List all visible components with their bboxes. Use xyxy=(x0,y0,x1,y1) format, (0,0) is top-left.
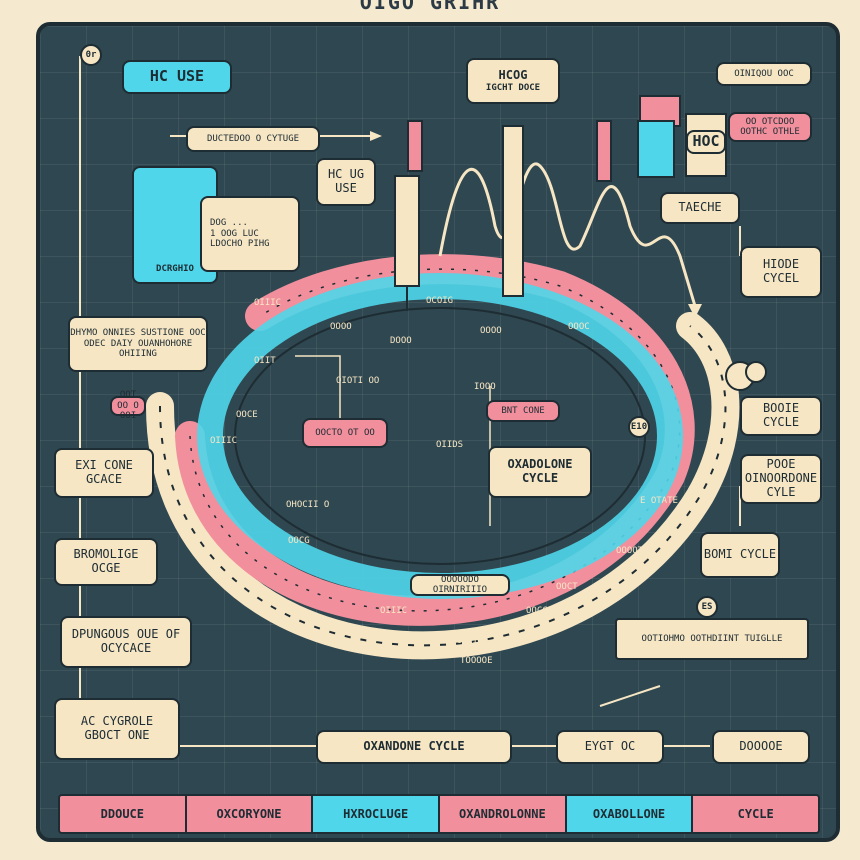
waveform-arrow xyxy=(688,304,702,318)
ring-tag-6: DOOO xyxy=(390,336,412,346)
vial-2 xyxy=(637,120,675,178)
device-text-3: LDOCHO PIHG xyxy=(210,239,270,250)
ribbon-label: OOTIOHMO OOTHDIINT TUIGLLE xyxy=(615,618,809,660)
ring-tag-15: OOCT xyxy=(556,582,578,592)
ring-tag-8: OIIIC xyxy=(210,436,238,446)
cyan-cycle-ring xyxy=(197,273,683,599)
bromolge-ocge: BROMOLIGE OCGE xyxy=(54,538,158,586)
diagram-board: HC USE 0r DUCTEDOO O CYTUGE DCRGHIO DOG … xyxy=(36,22,840,842)
ac-cycle-text: AC CYGROLE xyxy=(80,714,154,729)
badge-es: ES xyxy=(696,596,718,618)
hcog-title: HCOG xyxy=(498,67,528,82)
ring-tag-19: OOOOT xyxy=(616,546,644,556)
pink-small-tag: OOT OO O OOI xyxy=(110,390,146,421)
legend-item-3: HXROCLUGE xyxy=(313,796,441,832)
dpunicous-ocycace: DPUNGOUS OUE OF OCYCACE xyxy=(60,616,192,668)
legend-bar: DDOUCE OXCORYONE HXROCLUGE OXANDROLONNE … xyxy=(58,794,820,834)
legend-item-5: OXABOLLONE xyxy=(566,796,694,832)
flow-diagram xyxy=(79,56,767,752)
ring-tag-20: E OTATE xyxy=(640,496,678,506)
device-label: DCRGHIO xyxy=(156,263,194,274)
ring-tag-9: OIIDS xyxy=(436,440,464,450)
legend-item-1: DDOUCE xyxy=(60,796,187,832)
bodie-cycle: BOOIE CYCLE xyxy=(740,396,822,436)
ring-tag-21: OIIIC xyxy=(380,606,408,616)
pooe-cycle: POOE OINOORDONE CYLE xyxy=(740,454,822,504)
hiode-cycle: HIODE CYCEL xyxy=(740,246,822,298)
syringe-center xyxy=(502,125,524,297)
legend-item-6: CYCLE xyxy=(693,796,818,832)
ac-cycle-box: AC CYGROLE GBOCT ONE xyxy=(54,698,180,760)
vial-caption-right: OO OTCDOO OOTHC OTHLE xyxy=(728,112,812,142)
syringe-left xyxy=(394,175,420,287)
ring-tag-12: IOOO xyxy=(474,382,496,392)
overlay-label: DUCTEDOO O CYTUGE xyxy=(186,126,320,152)
hcog-subtitle: IGCHT DOCE xyxy=(485,82,541,93)
ring-tag-14: OIIT xyxy=(254,356,276,366)
taeche-label: TAECHE xyxy=(660,192,740,224)
bottom-center-label: OOOOODO OIRNIRIIIO xyxy=(410,574,510,596)
ring-tag-13: OOOO xyxy=(480,326,502,336)
device-text-2: 1 OOG LUC xyxy=(210,228,259,239)
bomi-cycle: BOMI CYCLE xyxy=(700,532,780,578)
hcog-label: HCOG IGCHT DOCE xyxy=(466,58,560,104)
hormone-waveform xyxy=(438,162,697,307)
corner-badge: 0r xyxy=(80,44,102,66)
ring-tag-1: OIIIC xyxy=(254,298,282,308)
ring-tag-7: OOCE xyxy=(236,410,258,420)
page-title: OIGO GRIHR xyxy=(359,0,501,14)
ring-tag-11: OHOCII O xyxy=(286,500,330,510)
oxandone-cycle-box: OXANDONE CYCLE xyxy=(316,730,512,764)
badge-e10: E10 xyxy=(628,416,650,438)
dooooe-box: DOOOOE xyxy=(712,730,810,764)
hc-ug-use-label: HC UG USE xyxy=(316,158,376,206)
oxadolone-cycle-box: OXADOLONE CYCLE xyxy=(488,446,592,498)
hc-use-label: HC USE xyxy=(122,60,232,94)
dhymo-note: DHYMO ONNIES SUSTIONE OOC ODEC DAIY OUAN… xyxy=(68,316,208,372)
cyan-cycle-ring-inner xyxy=(234,307,646,565)
ring-tag-4: OOOC xyxy=(568,322,590,332)
ring-tag-2: OCOIG xyxy=(426,296,454,306)
device-info-panel: DOG ... 1 OOG LUC LDOCHO PIHG xyxy=(200,196,300,272)
ring-tag-17: IIOGT IO xyxy=(440,636,484,646)
outer-cycle-arc-edge xyxy=(159,325,727,647)
ring-tag-10: OOCG xyxy=(288,536,310,546)
center-pink-box: OOCTO OT OO xyxy=(302,418,388,448)
device-text-1: DOG ... xyxy=(210,218,248,229)
vial-caption-top-right: OINIQOU OOC xyxy=(716,62,812,86)
hoc-label: HOC xyxy=(686,130,726,154)
exi-cone-gcace: EXI CONE GCACE xyxy=(54,448,154,498)
bnt-cone-box: BNT CONE xyxy=(486,400,560,422)
ring-tag-16: OOCC xyxy=(526,606,548,616)
eygt-oc-box: EYGT OC xyxy=(556,730,664,764)
gboct-one-text: GBOCT ONE xyxy=(84,728,150,742)
ring-tag-3: OOOO xyxy=(330,322,352,332)
ring-tag-5: OIOTI OO xyxy=(336,376,380,386)
ring-tag-18: TOOOOE xyxy=(460,656,493,666)
legend-item-4: OXANDROLONNE xyxy=(440,796,567,832)
legend-item-2: OXCORYONE xyxy=(186,796,314,832)
